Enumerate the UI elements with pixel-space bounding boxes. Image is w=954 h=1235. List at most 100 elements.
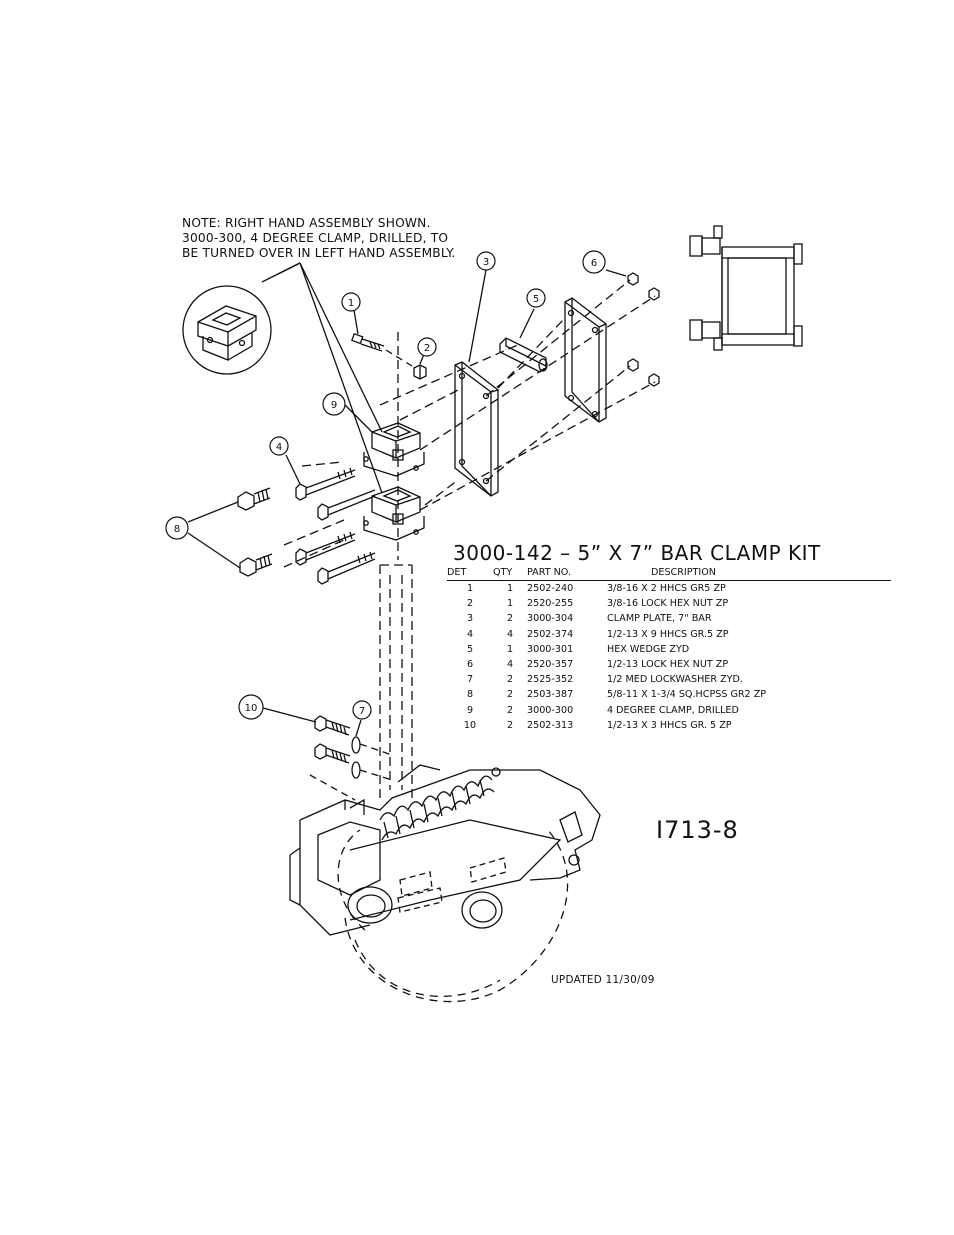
carriage-bolt-item-8	[237, 487, 273, 577]
table-header-row: DET QTY PART NO. DESCRIPTION	[447, 566, 891, 581]
svg-text:1: 1	[348, 298, 354, 309]
cell-description: HEX WEDGE ZYD	[607, 643, 690, 655]
tool-bar-centerline	[379, 332, 413, 800]
drawing-number: I713-8	[656, 816, 739, 844]
svg-text:3: 3	[483, 257, 489, 268]
cell-det: 3	[466, 613, 474, 625]
kit-title: 3000-142 – 5” X 7” BAR CLAMP KIT	[453, 541, 821, 565]
cell-det: 10	[463, 719, 477, 731]
table-row: 9 2 3000-300 4 DEGREE CLAMP, DRILLED	[447, 703, 891, 718]
table-row: 1 1 2502-240 3/8-16 X 2 HHCS GR5 ZP	[447, 581, 891, 597]
nut-item-2	[413, 364, 427, 380]
table-row: 4 4 2502-374 1/2-13 X 9 HHCS GR.5 ZP	[447, 627, 891, 642]
svg-text:5: 5	[533, 294, 539, 305]
svg-text:10: 10	[245, 703, 258, 714]
cell-part-no: 3000-300	[527, 704, 574, 716]
table-row: 7 2 2525-352 1/2 MED LOCKWASHER ZYD.	[447, 672, 891, 687]
cell-qty: 4	[506, 628, 514, 640]
cell-qty: 1	[506, 598, 514, 610]
parts-list-table: DET QTY PART NO. DESCRIPTION 1 1 2502-24…	[447, 566, 891, 733]
balloon-item-5: 5	[526, 288, 546, 308]
note-line: NOTE: RIGHT HAND ASSEMBLY SHOWN.	[182, 216, 431, 230]
balloon-item-6: 6	[582, 250, 606, 274]
cell-description: 5/8-11 X 1-3/4 SQ.HCPSS GR2 ZP	[607, 689, 767, 701]
cell-description: 4 DEGREE CLAMP, DRILLED	[607, 704, 739, 716]
table-row: 5 1 3000-301 HEX WEDGE ZYD	[447, 642, 891, 657]
balloon-item-2: 2	[417, 337, 437, 357]
cell-qty: 2	[506, 689, 514, 701]
cell-description: 1/2-13 X 3 HHCS GR. 5 ZP	[607, 719, 732, 731]
cell-det: 9	[466, 704, 474, 716]
cell-description: 3/8-16 X 2 HHCS GR5 ZP	[607, 583, 726, 595]
cell-part-no: 3000-304	[527, 613, 574, 625]
balloon-item-7: 7	[352, 700, 372, 720]
hex-wedge-item-5	[499, 337, 548, 373]
cell-det: 6	[466, 659, 474, 671]
cell-part-no: 2502-313	[527, 719, 574, 731]
note-line: BE TURNED OVER IN LEFT HAND ASSEMBLY.	[182, 246, 456, 260]
cell-qty: 2	[506, 704, 514, 716]
cell-part-no: 2525-352	[527, 674, 574, 686]
balloon-item-4: 4	[269, 436, 289, 456]
table-row: 10 2 2502-313 1/2-13 X 3 HHCS GR. 5 ZP	[447, 718, 891, 733]
cell-part-no: 2520-255	[527, 598, 574, 610]
svg-text:2: 2	[424, 343, 430, 354]
cell-det: 8	[466, 689, 474, 701]
cell-qty: 4	[506, 659, 514, 671]
bolt-item-10	[314, 715, 351, 764]
table-row: 3 2 3000-304 CLAMP PLATE, 7" BAR	[447, 611, 891, 626]
degree-clamp-item-9	[363, 422, 425, 541]
lockwasher-item-7	[351, 736, 361, 779]
svg-text:6: 6	[591, 258, 597, 269]
cell-qty: 2	[506, 613, 514, 625]
column-header-qty: QTY	[493, 566, 527, 581]
cell-det: 7	[466, 674, 474, 686]
cell-det: 5	[466, 643, 474, 655]
cell-qty: 2	[506, 674, 514, 686]
cell-qty: 1	[506, 643, 514, 655]
cell-det: 4	[466, 628, 474, 640]
long-bolt-item-4	[295, 467, 376, 585]
column-header-description: DESCRIPTION	[607, 566, 891, 581]
balloon-item-9: 9	[322, 392, 346, 416]
cell-part-no: 2502-240	[527, 583, 574, 595]
svg-text:9: 9	[331, 400, 337, 411]
balloon-item-8: 8	[165, 516, 189, 540]
balloon-item-1: 1	[341, 292, 361, 312]
cell-description: CLAMP PLATE, 7" BAR	[607, 613, 712, 625]
assembly-top-view	[689, 225, 803, 351]
cell-part-no: 2520-357	[527, 659, 574, 671]
table-row: 2 1 2520-255 3/8-16 LOCK HEX NUT ZP	[447, 596, 891, 611]
spring	[379, 767, 501, 841]
balloon-item-3: 3	[476, 251, 496, 271]
note-line: 3000-300, 4 DEGREE CLAMP, DRILLED, TO	[182, 231, 449, 245]
assembly-note: NOTE: RIGHT HAND ASSEMBLY SHOWN. 3000-30…	[182, 216, 455, 261]
cell-description: 1/2 MED LOCKWASHER ZYD.	[607, 674, 743, 686]
table-row: 8 2 2503-387 5/8-11 X 1-3/4 SQ.HCPSS GR2…	[447, 687, 891, 702]
bolt-item-1	[351, 332, 385, 352]
cell-det: 2	[466, 598, 474, 610]
cell-part-no: 2502-374	[527, 628, 574, 640]
cell-description: 1/2-13 LOCK HEX NUT ZP	[607, 659, 729, 671]
column-header-part-no: PART NO.	[527, 566, 607, 581]
balloon-item-10: 10	[238, 694, 264, 720]
cell-description: 3/8-16 LOCK HEX NUT ZP	[607, 598, 729, 610]
column-header-det: DET	[447, 566, 493, 581]
table-row: 6 4 2520-357 1/2-13 LOCK HEX NUT ZP	[447, 657, 891, 672]
cell-part-no: 3000-301	[527, 643, 574, 655]
cell-qty: 1	[506, 583, 514, 595]
cell-description: 1/2-13 X 9 HHCS GR.5 ZP	[607, 628, 729, 640]
svg-text:8: 8	[174, 524, 180, 535]
nut-item-6	[627, 272, 660, 387]
row-unit-assembly	[289, 764, 601, 1003]
assembly-path-lines	[283, 279, 656, 568]
clamp-detail-view	[182, 285, 272, 375]
cell-det: 1	[466, 583, 474, 595]
svg-text:7: 7	[359, 706, 365, 717]
cell-qty: 2	[506, 719, 514, 731]
svg-text:4: 4	[276, 442, 282, 453]
cell-part-no: 2503-387	[527, 689, 574, 701]
updated-date: UPDATED 11/30/09	[551, 974, 655, 986]
